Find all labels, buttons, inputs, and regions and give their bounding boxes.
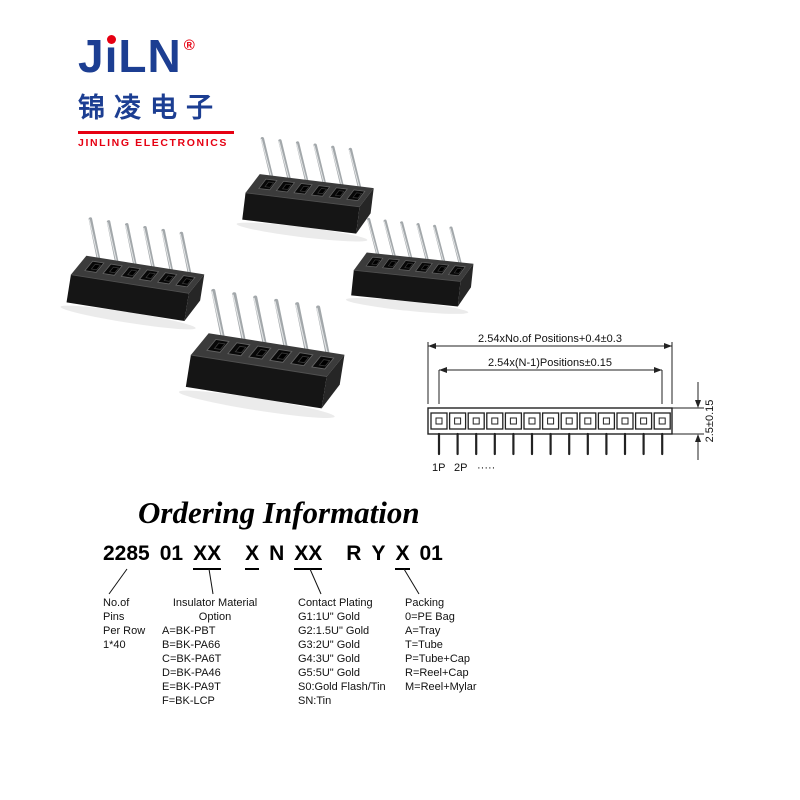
legend-line: P=Tube+Cap xyxy=(405,653,471,665)
code-insulator: X xyxy=(245,542,260,570)
legend-heading: Contact Plating xyxy=(298,597,373,609)
code-series: 2285 xyxy=(103,542,150,565)
dim-height-text: 2.5±0.15 xyxy=(704,400,716,443)
legend-line: SN:Tin xyxy=(298,695,332,707)
dim-pitch-text: 2.54x(N-1)Positions±0.15 xyxy=(488,357,612,369)
legend-line: 1*40 xyxy=(103,639,126,651)
pin1-label: 1P xyxy=(432,462,445,474)
legend-line: B=BK-PA66 xyxy=(162,639,221,651)
legend-line: G4:3U" Gold xyxy=(298,653,360,665)
dimension-drawing: 2.54xNo.of Positions+0.4±0.3 2.54x(N-1)P… xyxy=(427,333,716,474)
legend-line: No.of xyxy=(103,597,130,609)
code-row-count: 01 xyxy=(159,542,184,565)
company-name-english: JINLING ELECTRONICS xyxy=(78,137,228,150)
code-plating: XX xyxy=(294,542,323,570)
position-cells xyxy=(430,412,671,456)
legend-line: R=Reel+Cap xyxy=(405,667,469,679)
legend-heading: Packing xyxy=(405,597,445,609)
legend-line: G1:1U" Gold xyxy=(298,611,360,623)
legend-heading: Option xyxy=(198,611,232,623)
code-packing: X xyxy=(395,542,410,570)
code-pins: XX xyxy=(193,542,222,570)
legend-heading: Insulator Material xyxy=(172,597,258,609)
i-dot-red xyxy=(106,35,116,44)
logo-divider xyxy=(78,131,234,135)
registered-mark: ® xyxy=(183,36,196,54)
code-suffix: 01 xyxy=(419,542,443,565)
pin-more-label: ····· xyxy=(477,462,495,474)
brand-letter-j: J xyxy=(78,30,105,82)
pin2-label: 2P xyxy=(454,462,467,474)
legend-line: S0:Gold Flash/Tin xyxy=(298,681,386,693)
legend-line: 0=PE Bag xyxy=(405,611,455,623)
legend-line: G3:2U" Gold xyxy=(298,639,360,651)
connector-photo-4 xyxy=(168,279,367,427)
ordering-title: Ordering Information xyxy=(138,495,420,530)
legend-line: A=Tray xyxy=(405,625,441,637)
legend-line: G2:1.5U" Gold xyxy=(298,625,370,637)
legend-line: G5:5U" Gold xyxy=(298,667,360,679)
code-r: R xyxy=(346,542,362,565)
legend-line: D=BK-PA46 xyxy=(162,667,221,679)
brand-letters-ln: LN xyxy=(118,30,182,82)
legend-line: T=Tube xyxy=(405,639,443,651)
company-name-chinese: 锦凌电子 xyxy=(78,93,222,124)
legend-line: Per Row xyxy=(103,625,146,637)
code-y: Y xyxy=(371,542,386,565)
legend-line: F=BK-LCP xyxy=(162,695,215,707)
legend-line: E=BK-PA9T xyxy=(162,681,221,693)
legend-line: M=Reel+Mylar xyxy=(405,681,477,693)
legend-line: Pins xyxy=(103,611,125,623)
code-n: N xyxy=(269,542,285,565)
dim-overall-text: 2.54xNo.of Positions+0.4±0.3 xyxy=(478,333,622,345)
brand-letter-i: ı xyxy=(104,30,119,82)
legend-line: C=BK-PA6T xyxy=(162,653,222,665)
connector-photo-3 xyxy=(343,216,479,319)
legend-line: A=BK-PBT xyxy=(162,625,216,637)
